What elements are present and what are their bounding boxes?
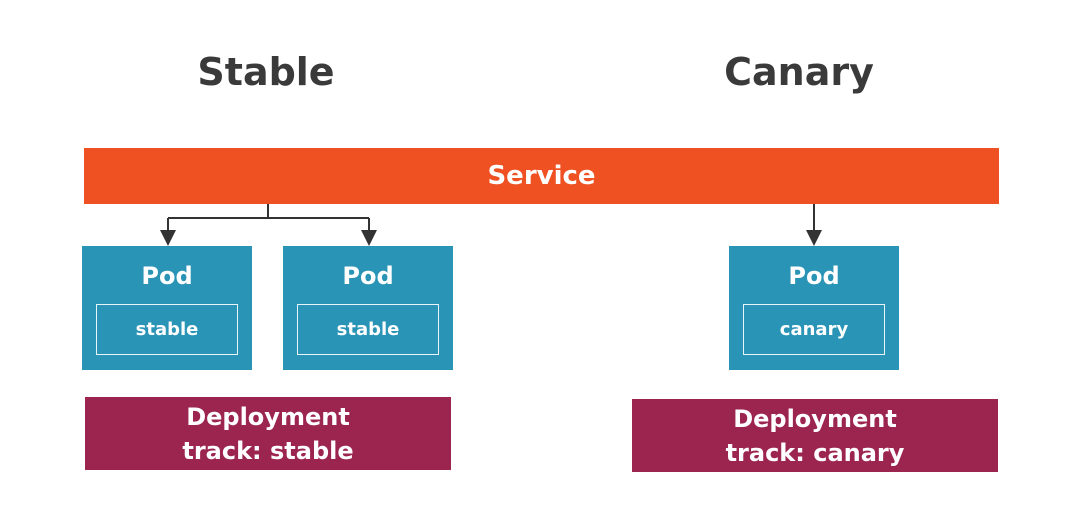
pod-stable-1: Pod stable	[82, 246, 252, 370]
stable-connector	[160, 204, 377, 246]
deployment-canary: Deployment track: canary	[632, 399, 998, 472]
deployment-name: Deployment	[733, 404, 897, 433]
stable-column-title: Stable	[197, 50, 335, 94]
deployment-track: track: canary	[725, 438, 905, 467]
pod-label: Pod	[141, 262, 193, 290]
pod-tag: stable	[96, 304, 238, 355]
deployment-stable: Deployment track: stable	[85, 397, 451, 470]
deployment-name: Deployment	[186, 402, 350, 431]
pod-label: Pod	[342, 262, 394, 290]
pod-tag: stable	[297, 304, 439, 355]
pod-tag: canary	[743, 304, 885, 355]
pod-stable-2: Pod stable	[283, 246, 453, 370]
deployment-track: track: stable	[182, 436, 354, 465]
service-bar: Service	[84, 148, 999, 204]
pod-label: Pod	[788, 262, 840, 290]
service-label: Service	[487, 161, 596, 191]
canary-column-title: Canary	[724, 50, 874, 94]
pod-canary: Pod canary	[729, 246, 899, 370]
